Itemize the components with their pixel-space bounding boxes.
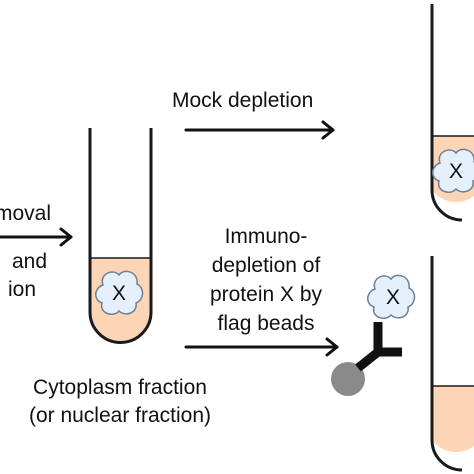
mock-depletion-label: Mock depletion [172, 89, 314, 112]
removal-label-line3: ion [8, 278, 37, 301]
immuno-label-line3: protein X by [209, 283, 323, 306]
protein-x-mock: X [431, 148, 474, 194]
tube-mock-outline [430, 4, 463, 222]
immuno-label-line2: depletion of [211, 254, 321, 277]
tube-center: X [88, 128, 153, 344]
fraction-label-line2: (or nuclear fraction) [28, 404, 212, 427]
protein-x-captured: X [366, 274, 416, 320]
immuno-label-line1: Immuno- [224, 225, 308, 248]
removal-label-line1: moval [0, 202, 52, 225]
arrow-mock-depletion [184, 120, 335, 140]
antibody-y [355, 322, 402, 372]
arrow-removal [0, 227, 73, 247]
tube-center-outline [88, 128, 153, 344]
protein-x-label: X [386, 286, 400, 309]
tube-immunodepleted [430, 256, 474, 472]
tube-immuno-outline [430, 256, 463, 472]
tube-mock-depleted: X [430, 4, 474, 222]
protein-x-label: X [449, 160, 463, 183]
tube-immuno-liquid [432, 386, 474, 452]
flag-bead [331, 362, 365, 396]
immuno-label-line4: flag beads [217, 312, 315, 335]
fraction-label-line1: Cytoplasm fraction [33, 376, 207, 399]
arrow-immunodepletion [184, 337, 339, 357]
protein-x-label: X [112, 282, 126, 305]
protein-x-center: X [94, 270, 144, 316]
flag-bead-antibody: X [331, 274, 416, 396]
removal-label-line2: and [12, 250, 48, 273]
